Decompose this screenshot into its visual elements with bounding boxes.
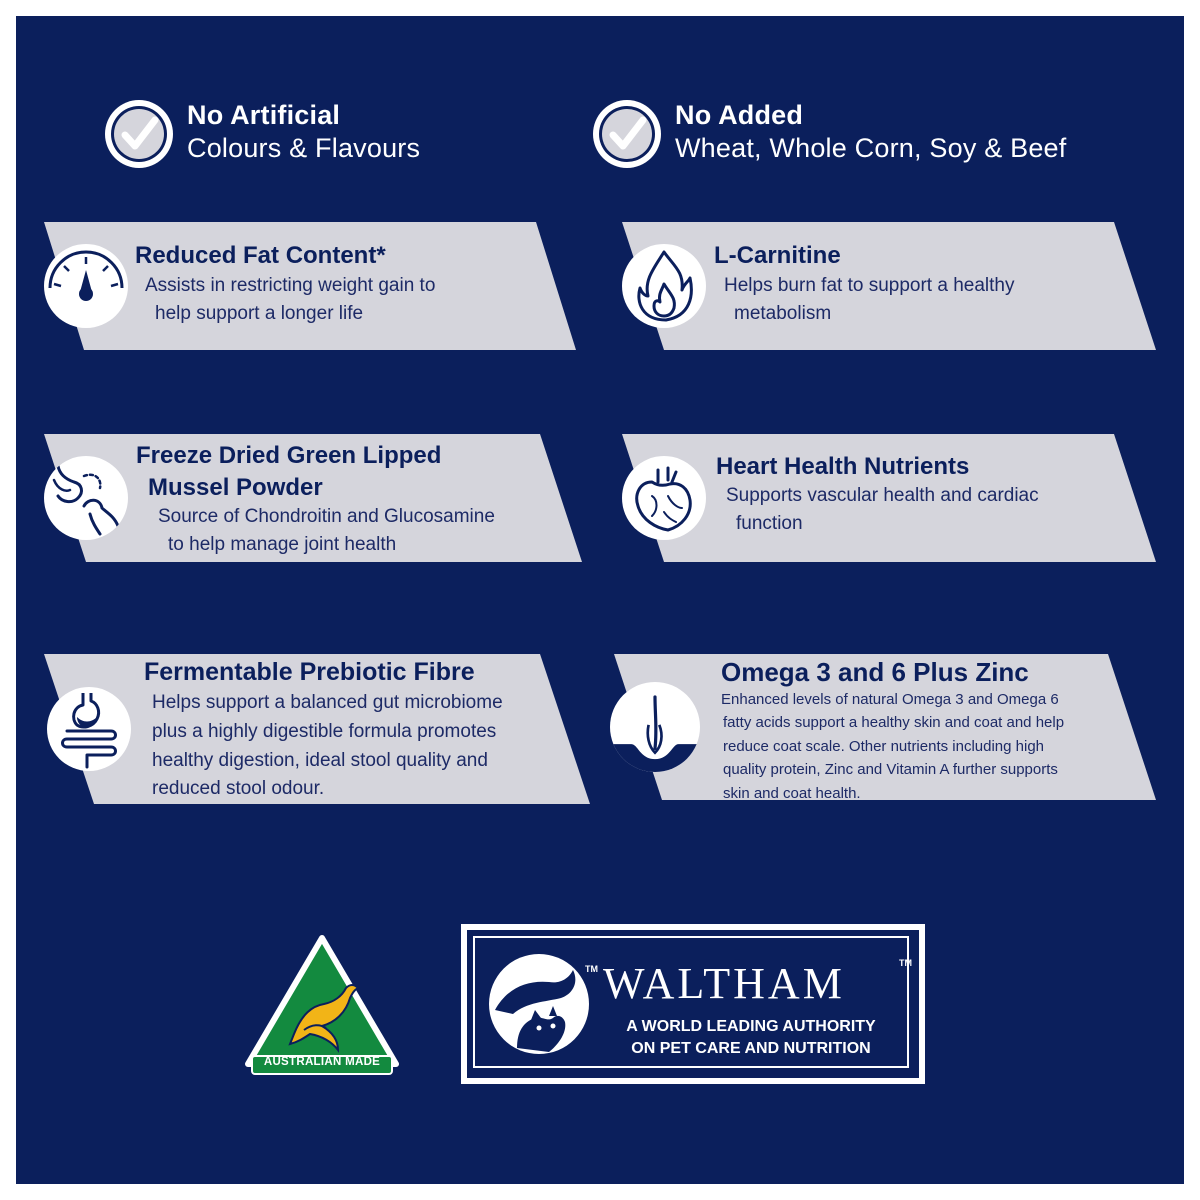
benefit-description: healthy digestion, ideal stool quality a… [152,750,488,771]
waltham-inner: TM WALTHAM TM A WORLD LEADING AUTHORITY … [467,930,919,1078]
trademark-mark: TM [585,964,598,974]
checkmark-icon [593,100,661,168]
benefit-description: metabolism [734,303,832,324]
claim-subtitle: Colours & Flavours [187,133,421,163]
benefit-description: function [736,513,803,534]
hair-follicle-icon [610,682,700,772]
checkmark-icon [105,100,173,168]
hand-pets-emblem [489,954,589,1054]
waltham-tagline: ON PET CARE AND NUTRITION [631,1040,871,1057]
benefit-omega-zinc: Omega 3 and 6 Plus Zinc Enhanced levels … [610,654,1156,802]
benefit-heart-health: Heart Health Nutrients Supports vascular… [622,434,1156,562]
claim-no-artificial: No Artificial Colours & Flavours [103,98,523,174]
benefit-description: reduce coat scale. Other nutrients inclu… [723,738,1045,755]
benefit-title: Heart Health Nutrients [716,453,970,480]
benefit-description: to help manage joint health [168,534,397,555]
benefit-description: reduced stool odour. [152,778,325,799]
banner-shape [614,654,1156,800]
waltham-tagline: A WORLD LEADING AUTHORITY [626,1018,876,1035]
banner-shape [44,654,590,804]
kangaroo-logo [245,935,399,1075]
benefit-prebiotic-fibre: Fermentable Prebiotic Fibre Helps suppor… [44,654,590,804]
banner-shape [622,434,1156,562]
benefit-title: L-Carnitine [714,242,841,269]
claim-title: No Artificial [187,100,341,130]
benefit-title: Omega 3 and 6 Plus Zinc [721,657,1029,687]
benefit-description: plus a highly digestible formula promote… [152,721,497,742]
benefit-title: Mussel Powder [148,474,323,501]
benefit-description: quality protein, Zinc and Vitamin A furt… [723,761,1058,778]
benefit-description: Enhanced levels of natural Omega 3 and O… [721,691,1059,708]
benefit-description: skin and coat health. [723,785,861,802]
benefit-description: Helps support a balanced gut microbiome [152,692,503,713]
benefit-title: Freeze Dried Green Lipped [136,442,442,469]
banner-shape [44,222,576,350]
flame-icon [622,244,706,328]
claim-no-added: No Added Wheat, Whole Corn, Soy & Beef [591,98,1091,174]
gut-icon [47,687,131,771]
benefit-description: Supports vascular health and cardiac [726,485,1039,506]
benefit-description: help support a longer life [155,303,364,324]
benefit-title: Reduced Fat Content* [135,242,386,269]
australian-made-label: AUSTRALIAN MADE [263,1056,381,1068]
benefit-reduced-fat: Reduced Fat Content* Assists in restrict… [44,222,576,350]
benefit-description: Helps burn fat to support a healthy [724,275,1015,296]
benefit-description: Assists in restricting weight gain to [145,275,436,296]
benefit-l-carnitine: L-Carnitine Helps burn fat to support a … [622,222,1156,350]
claim-subtitle: Wheat, Whole Corn, Soy & Beef [675,133,1067,163]
benefit-description: fatty acids support a healthy skin and c… [723,714,1065,731]
heart-icon [622,456,706,540]
weight-gauge-icon [44,244,128,328]
benefit-title: Fermentable Prebiotic Fibre [144,658,475,686]
joint-icon [44,456,128,540]
banner-shape [44,434,582,562]
waltham-badge: TM WALTHAM TM A WORLD LEADING AUTHORITY … [461,924,925,1084]
trademark-mark: TM [899,958,912,968]
waltham-brand: WALTHAM [603,959,845,1008]
waltham-frame [473,936,909,1068]
banner-shape [622,222,1156,350]
claim-title: No Added [675,100,804,130]
benefit-green-lipped-mussel: Freeze Dried Green Lipped Mussel Powder … [44,434,582,562]
benefit-description: Source of Chondroitin and Glucosamine [158,506,495,527]
